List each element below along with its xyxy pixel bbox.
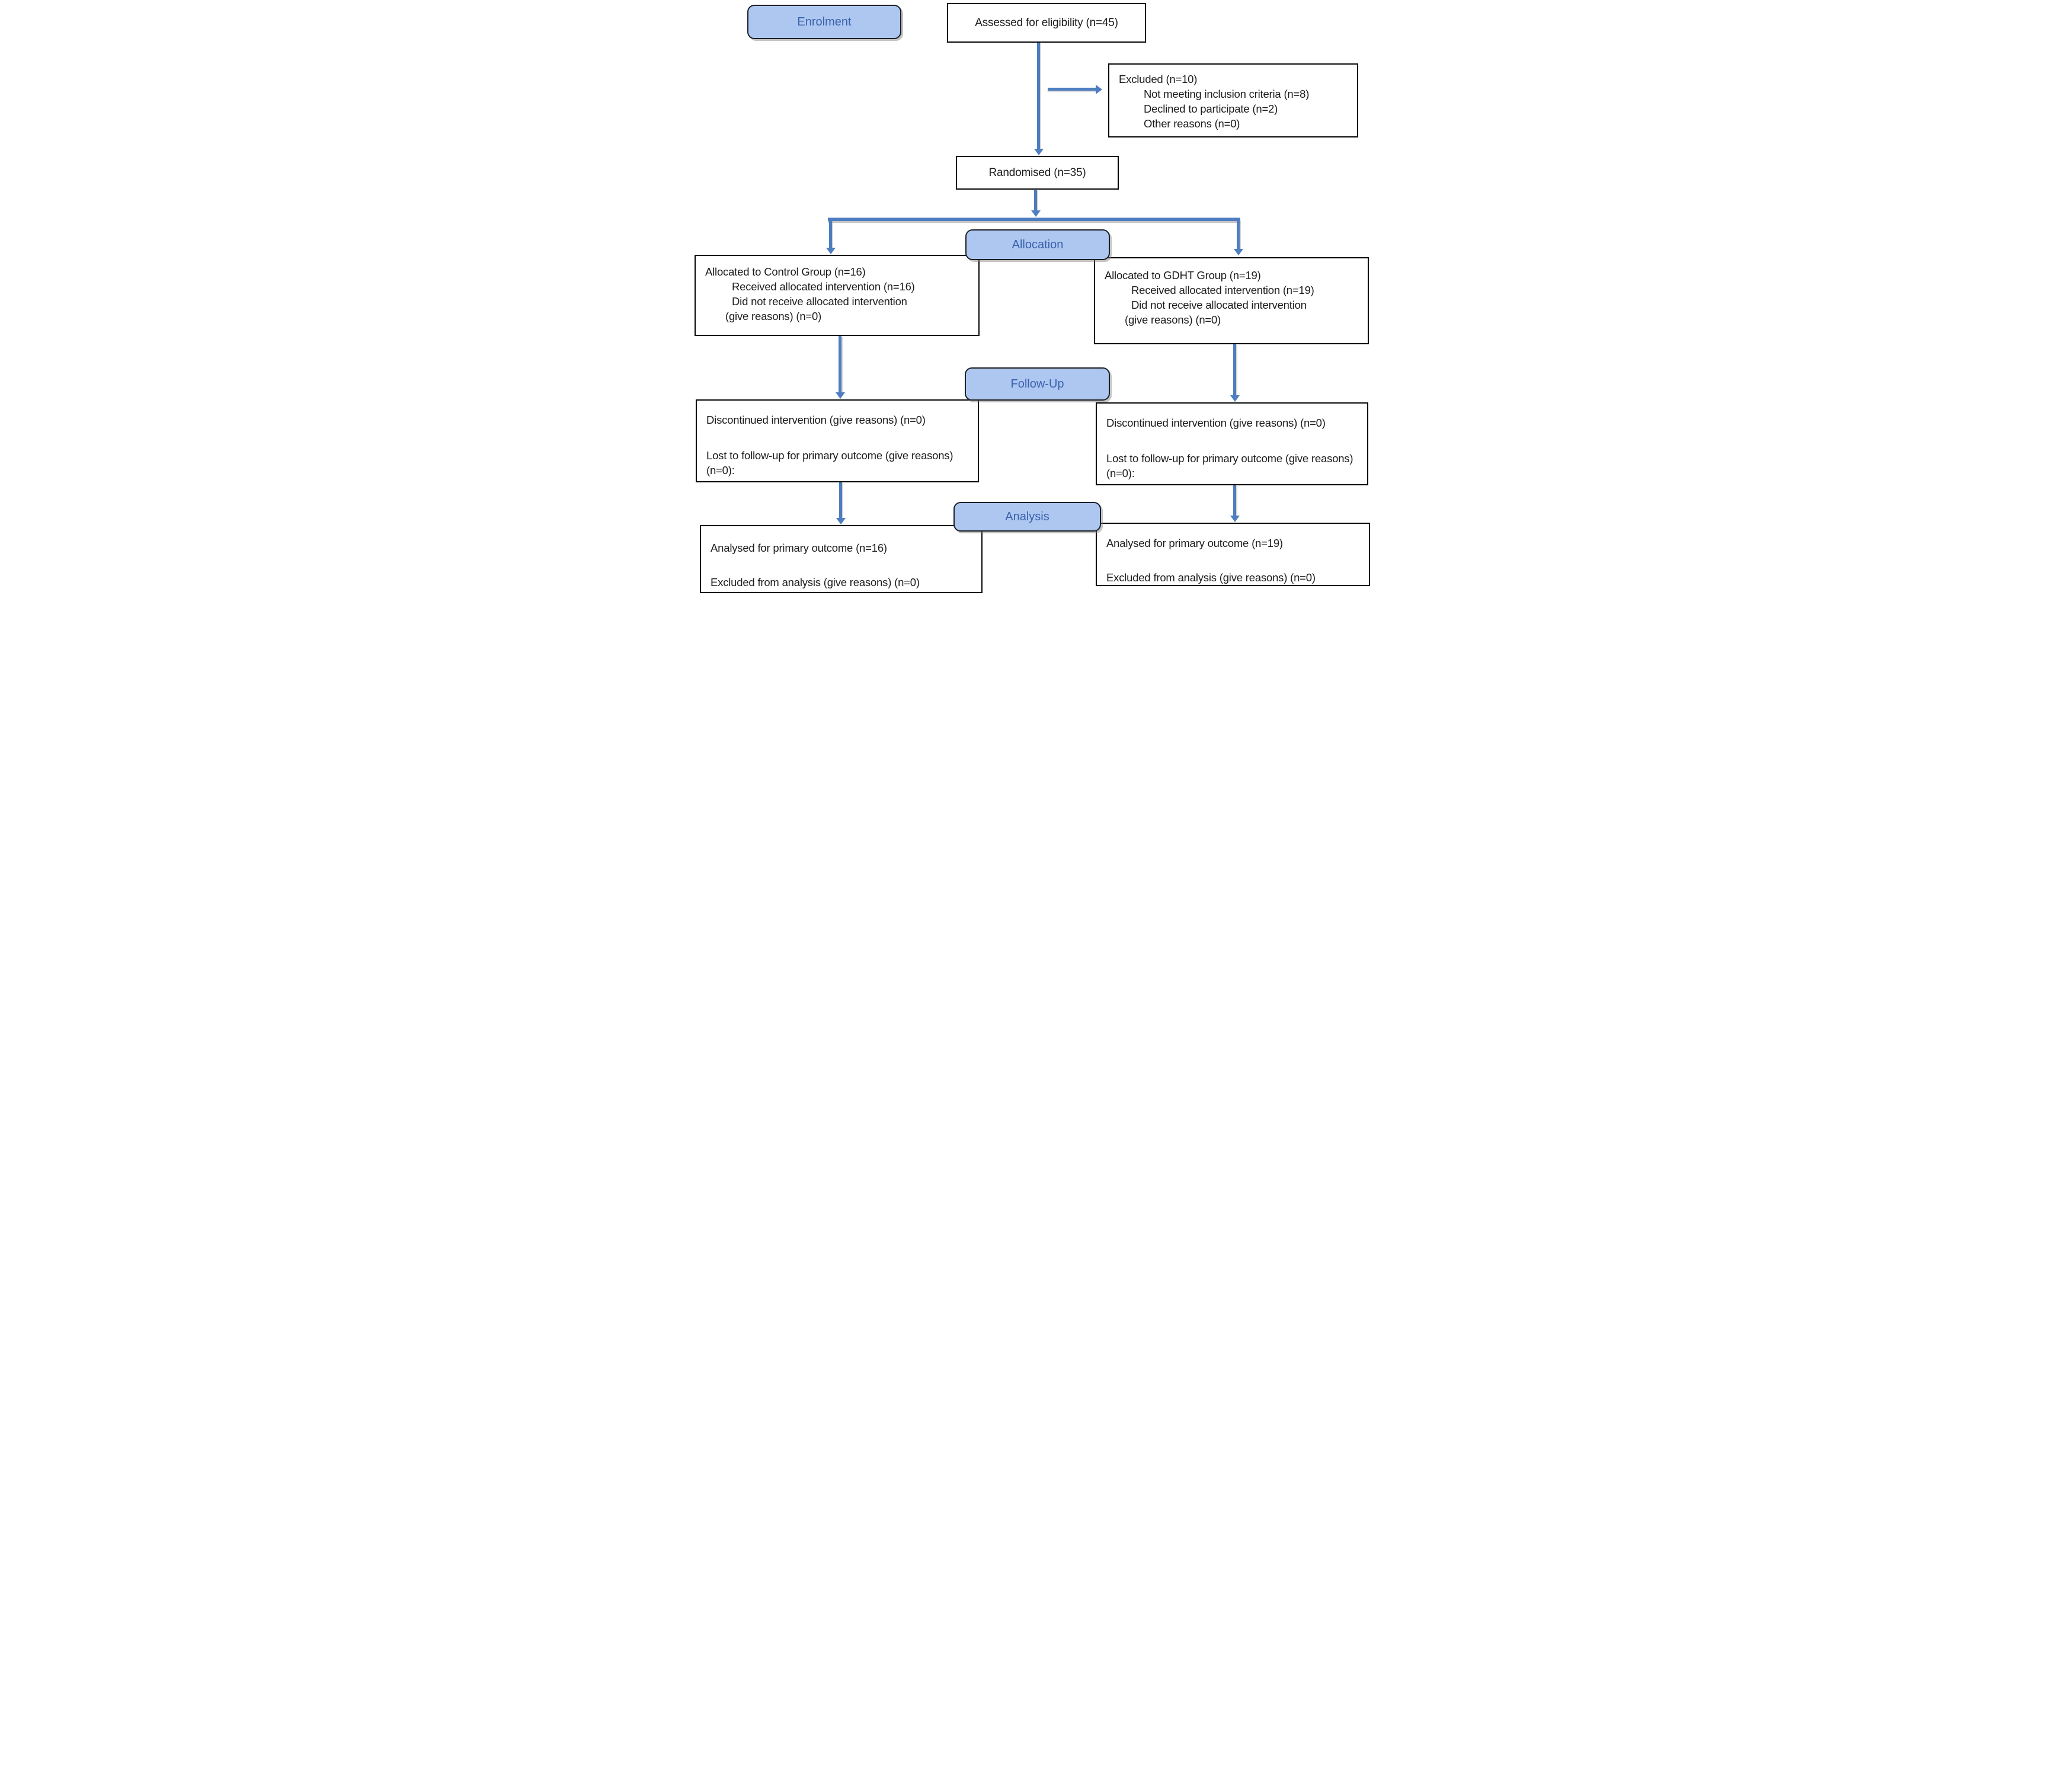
allocated-control-box: Allocated to Control Group (n=16) Receiv… — [695, 255, 980, 336]
enrolment-phase-pill: Enrolment — [747, 5, 901, 39]
arrow-to-excluded — [1048, 88, 1096, 91]
allocated-gdht-line: (give reasons) (n=0) — [1125, 313, 1221, 326]
analysis-phase-pill: Analysis — [953, 502, 1101, 532]
followup-control-line: Discontinued intervention (give reasons)… — [706, 414, 926, 426]
allocated-control-line: (give reasons) (n=0) — [725, 310, 822, 322]
arrow-assessed-to-randomised — [1037, 43, 1040, 149]
analysis-gdht-line: Analysed for primary outcome (n=19) — [1106, 537, 1283, 549]
excluded-box: Excluded (n=10) Not meeting inclusion cr… — [1108, 63, 1358, 137]
allocated-gdht-line: Received allocated intervention (n=19) — [1131, 284, 1314, 296]
arrow-split-to-control-allocation — [829, 220, 832, 248]
arrow-gdht-followup-to-analysis — [1233, 485, 1236, 516]
randomised-box: Randomised (n=35) — [956, 156, 1119, 190]
assessed-for-eligibility-box: Assessed for eligibility (n=45) — [947, 3, 1146, 43]
followup-gdht-line: Discontinued intervention (give reasons)… — [1106, 417, 1326, 429]
allocated-control-line: Did not receive allocated intervention — [732, 295, 907, 308]
arrow-split-to-gdht-allocation — [1237, 220, 1240, 249]
allocated-gdht-line: Allocated to GDHT Group (n=19) — [1105, 269, 1261, 281]
randomisation-split-line — [828, 217, 1240, 221]
allocation-phase-label: Allocation — [1012, 238, 1064, 251]
followup-gdht-box: Discontinued intervention (give reasons)… — [1096, 402, 1368, 485]
assessed-for-eligibility-text: Assessed for eligibility (n=45) — [975, 17, 1118, 29]
excluded-item: Not meeting inclusion criteria (n=8) — [1144, 88, 1310, 100]
arrow-randomised-to-split — [1034, 190, 1037, 210]
analysis-control-line: Analysed for primary outcome (n=16) — [711, 542, 887, 554]
allocated-gdht-box: Allocated to GDHT Group (n=19) Received … — [1094, 257, 1369, 344]
analysis-gdht-line: Excluded from analysis (give reasons) (n… — [1106, 571, 1316, 584]
allocated-control-line: Received allocated intervention (n=16) — [732, 280, 915, 293]
allocation-phase-pill: Allocation — [965, 229, 1110, 260]
analysis-phase-label: Analysis — [1005, 510, 1049, 523]
followup-control-line: Lost to follow-up for primary outcome (g… — [706, 449, 953, 476]
followup-control-box: Discontinued intervention (give reasons)… — [696, 399, 979, 482]
analysis-control-box: Analysed for primary outcome (n=16) Excl… — [700, 525, 983, 593]
excluded-item: Declined to participate (n=2) — [1144, 103, 1278, 115]
excluded-title: Excluded (n=10) — [1119, 73, 1198, 85]
followup-gdht-line: Lost to follow-up for primary outcome (g… — [1106, 452, 1353, 479]
arrow-control-allocation-to-followup — [839, 336, 841, 392]
arrow-gdht-allocation-to-followup — [1233, 344, 1236, 395]
randomised-text: Randomised (n=35) — [988, 167, 1086, 179]
followup-phase-label: Follow-Up — [1010, 377, 1064, 391]
allocated-gdht-line: Did not receive allocated intervention — [1131, 299, 1307, 311]
arrow-control-followup-to-analysis — [839, 482, 842, 518]
excluded-item: Other reasons (n=0) — [1144, 117, 1240, 130]
consort-flow-diagram: Enrolment Assessed for eligibility (n=45… — [688, 0, 1376, 597]
allocated-control-line: Allocated to Control Group (n=16) — [705, 265, 866, 278]
analysis-gdht-box: Analysed for primary outcome (n=19) Excl… — [1096, 523, 1370, 586]
analysis-control-line: Excluded from analysis (give reasons) (n… — [711, 576, 920, 588]
followup-phase-pill: Follow-Up — [965, 367, 1110, 401]
enrolment-phase-label: Enrolment — [797, 15, 852, 28]
